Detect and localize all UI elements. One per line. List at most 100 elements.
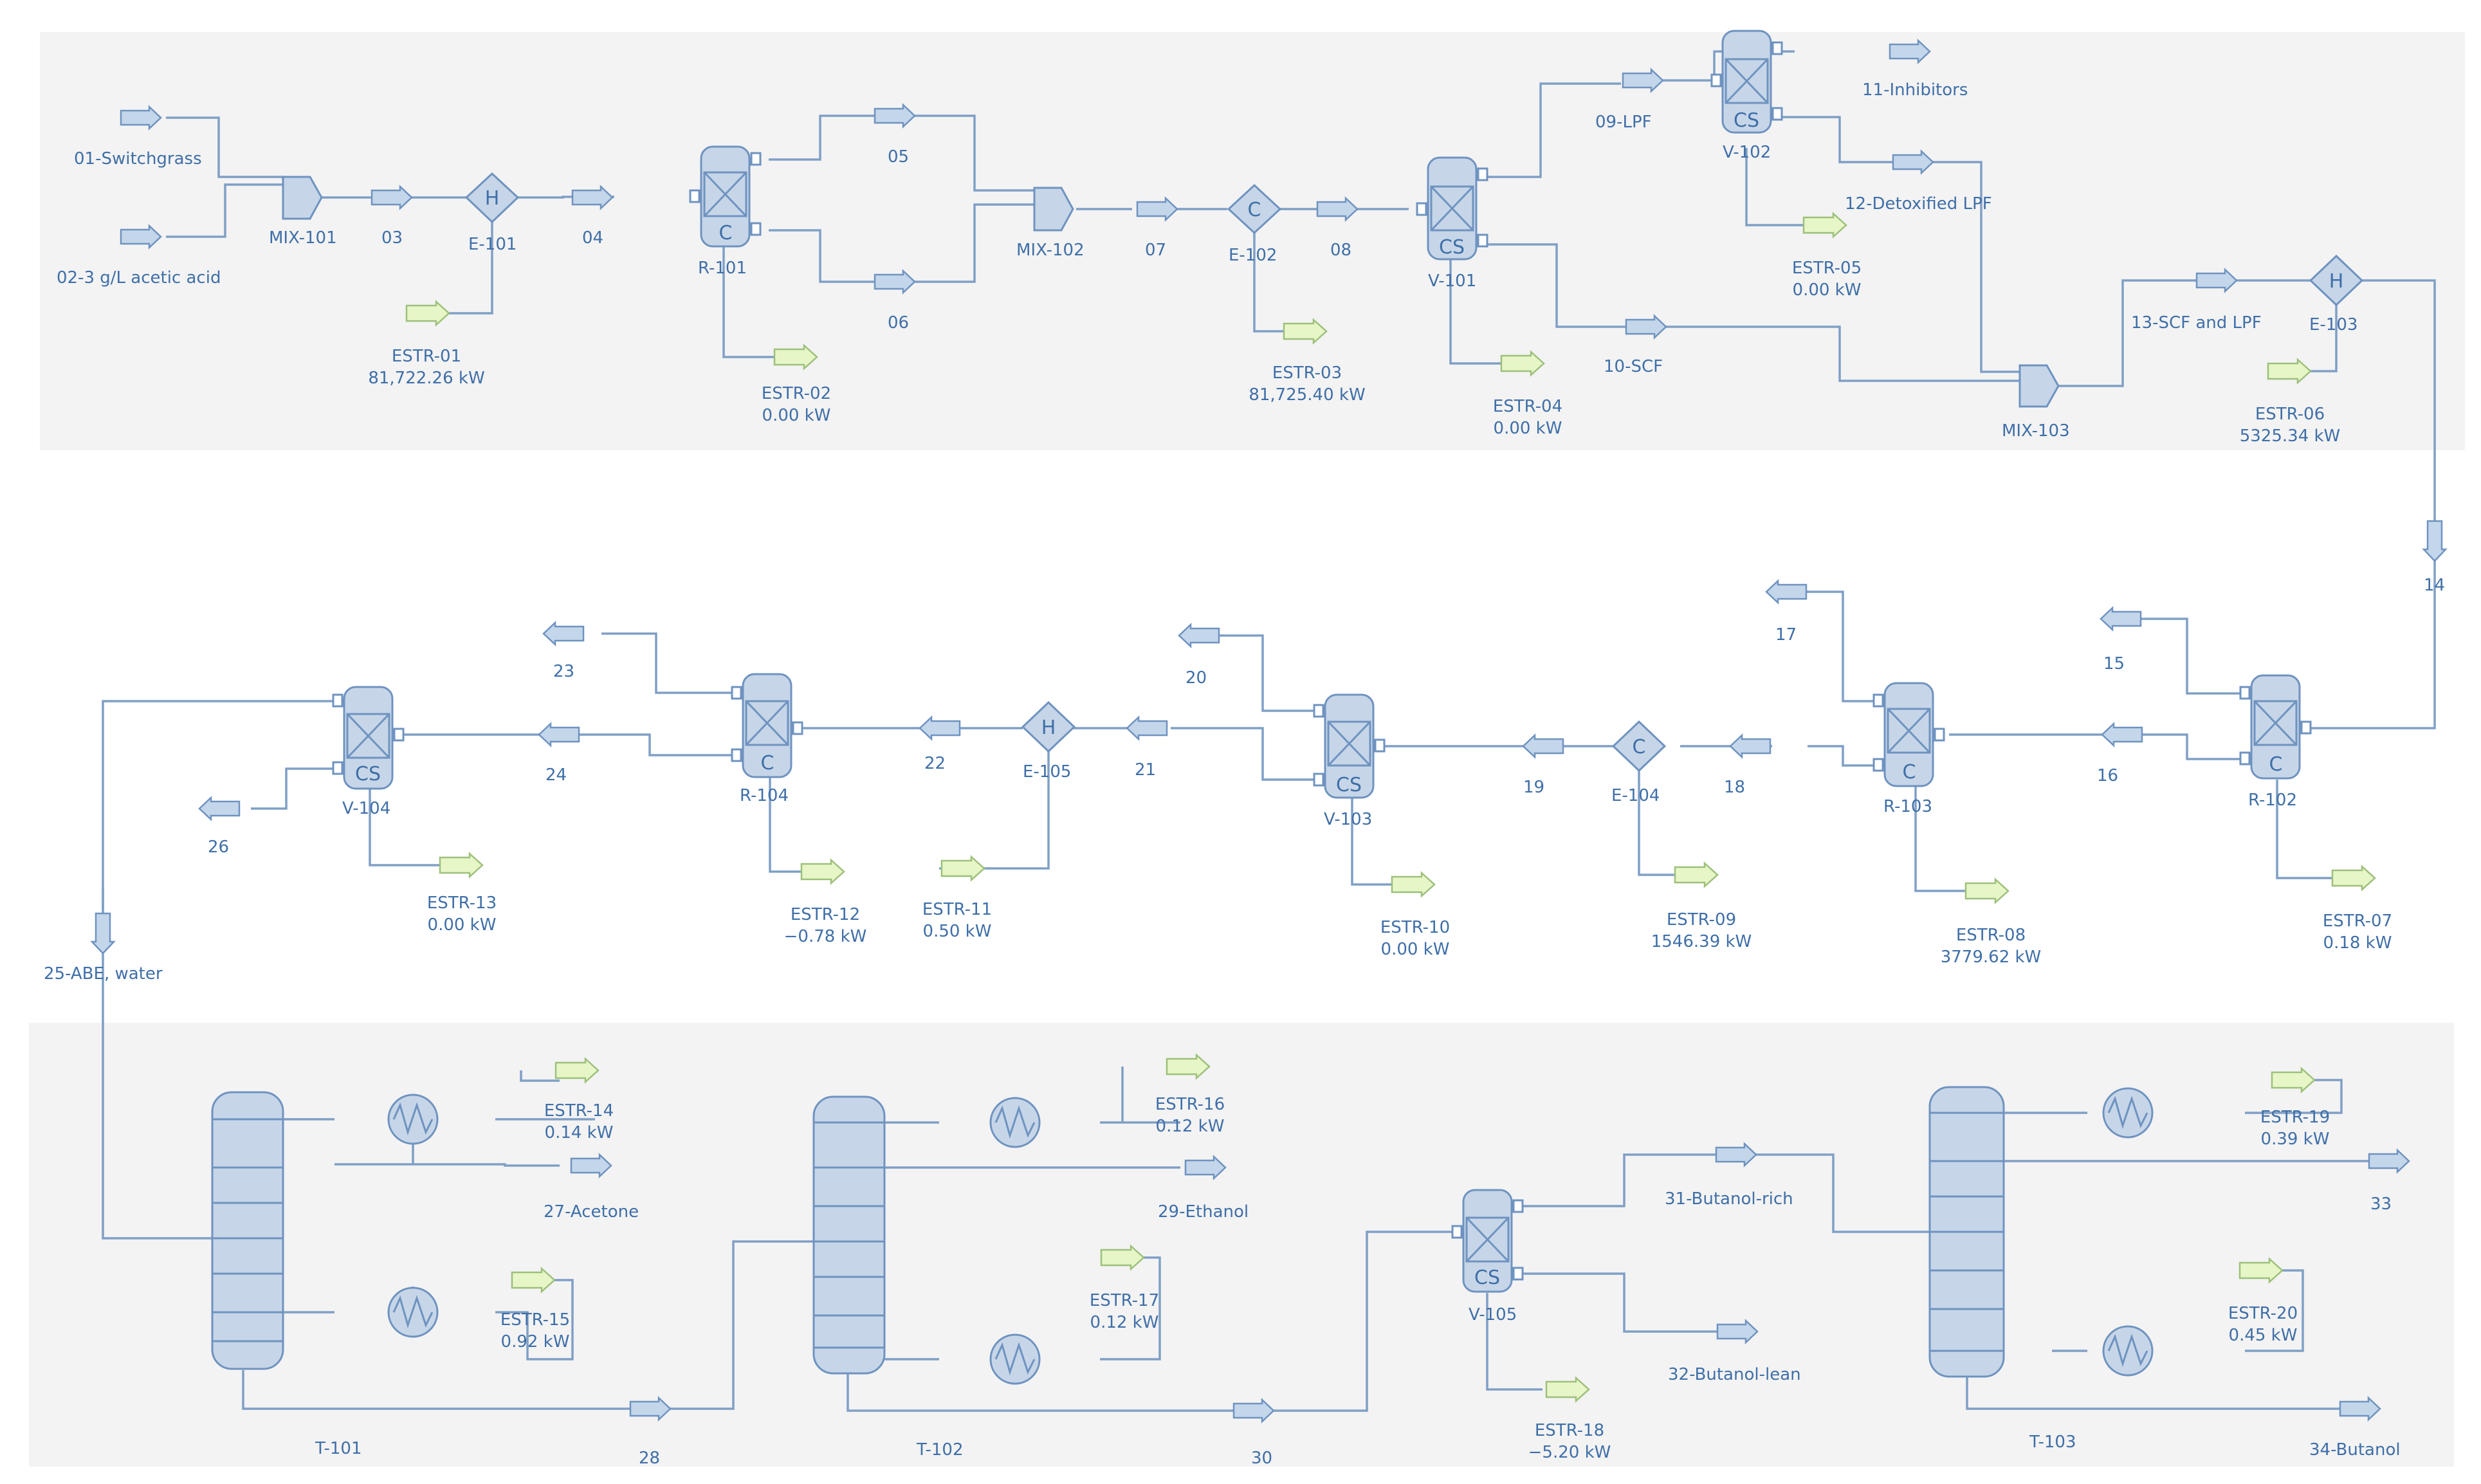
stream-label-21: 21 — [1135, 760, 1156, 780]
stream-arrow-17 — [1765, 580, 1808, 604]
stream-label-19: 19 — [1523, 778, 1544, 797]
mixer-mix-103 — [2019, 364, 2060, 408]
energy-name-estr16: ESTR-16 — [1155, 1095, 1225, 1114]
stream-arrow-26 — [198, 796, 241, 821]
unit-label-r-104: R-104 — [740, 786, 789, 805]
energy-name-estr14: ESTR-14 — [544, 1101, 614, 1121]
stream-label-32: 32-Butanol-lean — [1668, 1365, 1801, 1384]
reactor-r-101: C — [689, 145, 762, 248]
energy-value-estr12: −0.78 kW — [784, 927, 867, 946]
unit-label-e-103: E-103 — [2309, 315, 2357, 334]
heater-e-101: H — [464, 172, 520, 224]
energy-value-estr16: 0.12 kW — [1156, 1117, 1225, 1136]
energy-name-estr05: ESTR-05 — [1792, 259, 1862, 278]
stream-label-18: 18 — [1724, 778, 1745, 797]
stream-label-12: 12-Detoxified LPF — [1845, 194, 1992, 214]
stream-label-17: 17 — [1775, 625, 1797, 645]
energy-name-estr04: ESTR-04 — [1493, 397, 1562, 416]
stream-arrow-23 — [542, 621, 585, 646]
stream-labels: 01-Switchgrass 02-3 g/L acetic acid 03 0… — [44, 80, 2445, 1468]
unit-label-mix-103: MIX-103 — [2002, 421, 2070, 441]
stream-label-05: 05 — [888, 147, 909, 167]
energy-value-estr10: 0.00 kW — [1381, 940, 1450, 959]
unit-label-e-102: E-102 — [1229, 246, 1277, 265]
unit-label-e-104: E-104 — [1611, 786, 1660, 805]
energy-value-estr09: 1546.39 kW — [1651, 932, 1752, 951]
energy-arrow-10 — [1391, 872, 1436, 897]
unit-label-t-101: T-101 — [315, 1439, 362, 1458]
reactor-glyph: C — [2269, 753, 2283, 776]
energy-value-estr02: 0.00 kW — [762, 406, 831, 425]
separator-v-105: CS — [1451, 1189, 1524, 1293]
unit-label-v-101: V-101 — [1428, 271, 1476, 291]
reactor-r-102: C — [2239, 674, 2312, 780]
separator-v-103: CS — [1313, 693, 1386, 799]
reactor-glyph: C — [1903, 761, 1916, 783]
stream-arrow-15 — [2100, 607, 2142, 631]
condenser-t-101 — [387, 1094, 439, 1145]
stream-label-30: 30 — [1251, 1449, 1272, 1468]
energy-value-estr11: 0.50 kW — [923, 922, 992, 941]
unit-label-v-103: V-103 — [1324, 810, 1372, 829]
unit-label-r-103: R-103 — [1883, 797, 1932, 816]
separator-v-101: CS — [1416, 156, 1488, 261]
energy-arrow-13 — [439, 852, 484, 878]
stream-label-33: 33 — [2370, 1195, 2392, 1214]
energy-arrow-12 — [800, 859, 845, 884]
energy-value-estr14: 0.14 kW — [545, 1123, 614, 1142]
energy-name-estr07: ESTR-07 — [2323, 911, 2392, 931]
reboiler-t-101 — [387, 1287, 439, 1338]
stream-arrow-24 — [538, 722, 580, 747]
heater-glyph: H — [485, 187, 500, 210]
separator-glyph: CS — [1336, 774, 1362, 796]
energy-arrow-08 — [1964, 878, 2010, 904]
energy-name-estr10: ESTR-10 — [1380, 918, 1450, 937]
energy-name-estr09: ESTR-09 — [1667, 910, 1736, 930]
stream-label-27: 27-Acetone — [544, 1202, 639, 1222]
energy-name-estr20: ESTR-20 — [2228, 1304, 2298, 1323]
stream-label-15: 15 — [2103, 654, 2125, 673]
stream-arrow-18 — [1729, 734, 1771, 758]
unit-labels: MIX-101 E-101 R-101 MIX-102 E-102 V-101 … — [269, 143, 2357, 1460]
energy-name-estr19: ESTR-19 — [2260, 1108, 2330, 1127]
unit-label-mix-102: MIX-102 — [1016, 241, 1085, 260]
stream-label-13: 13-SCF and LPF — [2131, 313, 2262, 333]
stream-label-20: 20 — [1186, 668, 1207, 688]
stream-arrow-21 — [1126, 716, 1168, 740]
unit-label-t-102: T-102 — [916, 1440, 964, 1460]
unit-label-v-102: V-102 — [1723, 143, 1771, 162]
stream-label-22: 22 — [924, 754, 946, 773]
stream-label-03: 03 — [381, 228, 403, 248]
condenser-t-103 — [2102, 1087, 2154, 1139]
energy-arrow-11 — [940, 856, 985, 881]
unit-label-mix-101: MIX-101 — [269, 228, 337, 248]
stream-label-26: 26 — [208, 838, 229, 857]
unit-label-v-104: V-104 — [342, 799, 390, 818]
column-t-101 — [211, 1091, 284, 1370]
energy-value-estr08: 3779.62 kW — [1941, 948, 2042, 967]
stream-label-09: 09-LPF — [1595, 113, 1652, 132]
energy-value-estr19: 0.39 kW — [2261, 1130, 2330, 1149]
column-t-102 — [812, 1095, 886, 1375]
stream-label-07: 07 — [1145, 241, 1166, 260]
energy-name-estr11: ESTR-11 — [922, 900, 992, 919]
energy-name-estr08: ESTR-08 — [1956, 926, 2026, 945]
separator-glyph: CS — [1474, 1267, 1500, 1289]
stream-label-28: 28 — [639, 1449, 660, 1468]
energy-value-estr01: 81,722.26 kW — [368, 369, 484, 388]
separator-glyph: CS — [1734, 109, 1759, 132]
panel-bottom — [29, 1023, 2454, 1467]
heater-glyph: H — [1041, 717, 1056, 739]
reactor-r-103: C — [1872, 682, 1945, 787]
stream-label-29: 29-Ethanol — [1158, 1202, 1249, 1222]
energy-name-estr06: ESTR-06 — [2255, 405, 2325, 424]
energy-name-estr18: ESTR-18 — [1535, 1421, 1604, 1440]
reboiler-t-103 — [2102, 1325, 2154, 1377]
stream-label-23: 23 — [553, 662, 574, 681]
stream-arrow-25 — [91, 912, 115, 955]
heater-e-103: H — [2309, 254, 2364, 307]
stream-arrow-19 — [1522, 734, 1564, 758]
stream-label-16: 16 — [2097, 766, 2118, 785]
